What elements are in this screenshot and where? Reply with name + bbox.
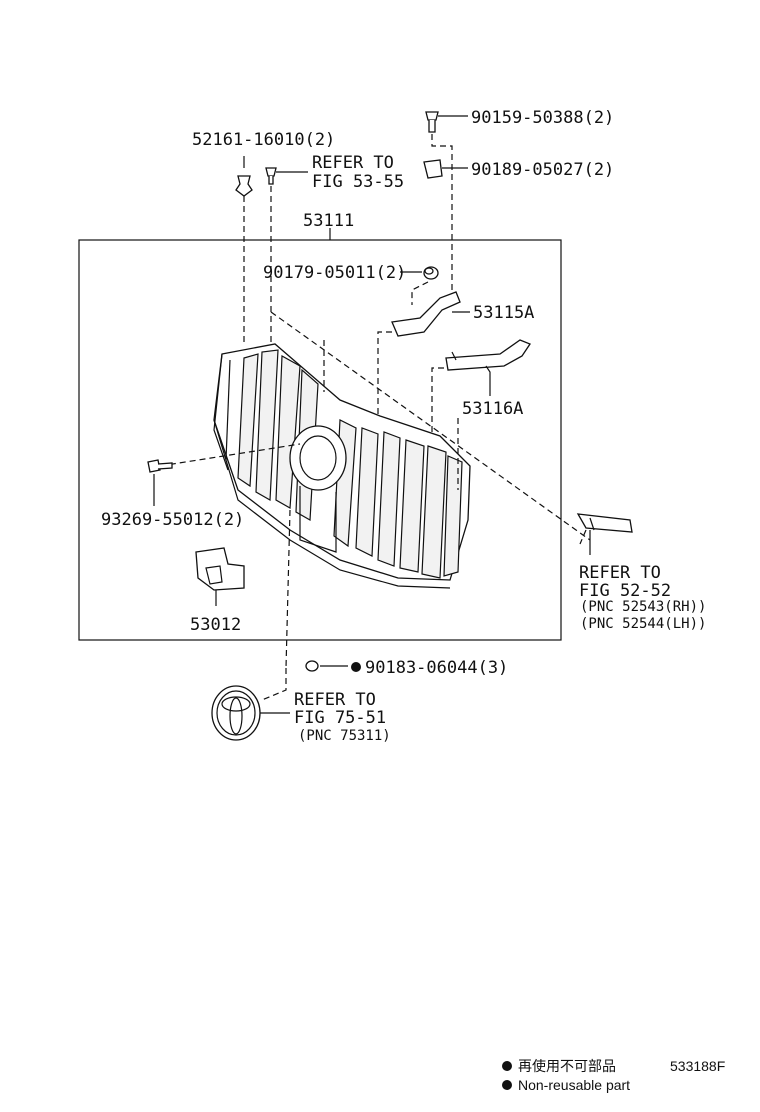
label-52161-16010: 52161-16010(2): [192, 130, 335, 150]
clip-52161-icon: [235, 175, 253, 197]
legend-text-jp: 再使用不可部品: [518, 1058, 616, 1074]
label-53116a: 53116A: [462, 399, 523, 419]
label-93269-55012: 93269-55012(2): [101, 510, 244, 530]
radiator-grille-53111-icon: [213, 343, 471, 589]
assembly-frame: [78, 239, 562, 641]
label-refer-to-53-55-line1: REFER TO: [312, 153, 394, 173]
clip-90183-icon: [305, 660, 319, 672]
bracket-53115a-icon: [391, 291, 461, 337]
bracket-53116a-icon: [445, 339, 531, 371]
moulding-fig-52-52-icon: [576, 513, 633, 533]
label-pnc-52543-rh: (PNC 52543(RH)): [580, 599, 706, 615]
non-reusable-marker-icon: [351, 662, 361, 672]
label-refer-to-75-51-line1: REFER TO: [294, 690, 376, 710]
legend-text-en: Non-reusable part: [518, 1077, 630, 1093]
legend-marker-jp-icon: [502, 1061, 512, 1071]
label-90179-05011: 90179-05011(2): [263, 263, 406, 283]
bolt-90159-icon: [425, 111, 439, 133]
bolt-93269-icon: [147, 459, 173, 473]
bracket-53012-icon: [195, 547, 245, 591]
label-90183-06044: 90183-06044(3): [365, 658, 508, 678]
label-53115a: 53115A: [473, 303, 534, 323]
legend-marker-en-icon: [502, 1080, 512, 1090]
toyota-emblem-icon: [211, 685, 261, 741]
label-refer-to-52-52-line2: FIG 52-52: [579, 581, 671, 601]
label-refer-to-52-52-line1: REFER TO: [579, 563, 661, 583]
nut-90179-icon: [423, 266, 439, 280]
label-pnc-52544-lh: (PNC 52544(LH)): [580, 616, 706, 632]
figure-code: 533188F: [670, 1058, 725, 1074]
label-90189-05027: 90189-05027(2): [471, 160, 614, 180]
label-90159-50388: 90159-50388(2): [471, 108, 614, 128]
label-53111: 53111: [303, 211, 354, 231]
label-pnc-75311: (PNC 75311): [298, 728, 391, 744]
label-53012: 53012: [190, 615, 241, 635]
screw-fig-53-55-icon: [265, 167, 277, 185]
nut-90189-icon: [423, 159, 443, 179]
label-refer-to-75-51-line2: FIG 75-51: [294, 708, 386, 728]
label-refer-to-53-55-line2: FIG 53-55: [312, 172, 404, 192]
